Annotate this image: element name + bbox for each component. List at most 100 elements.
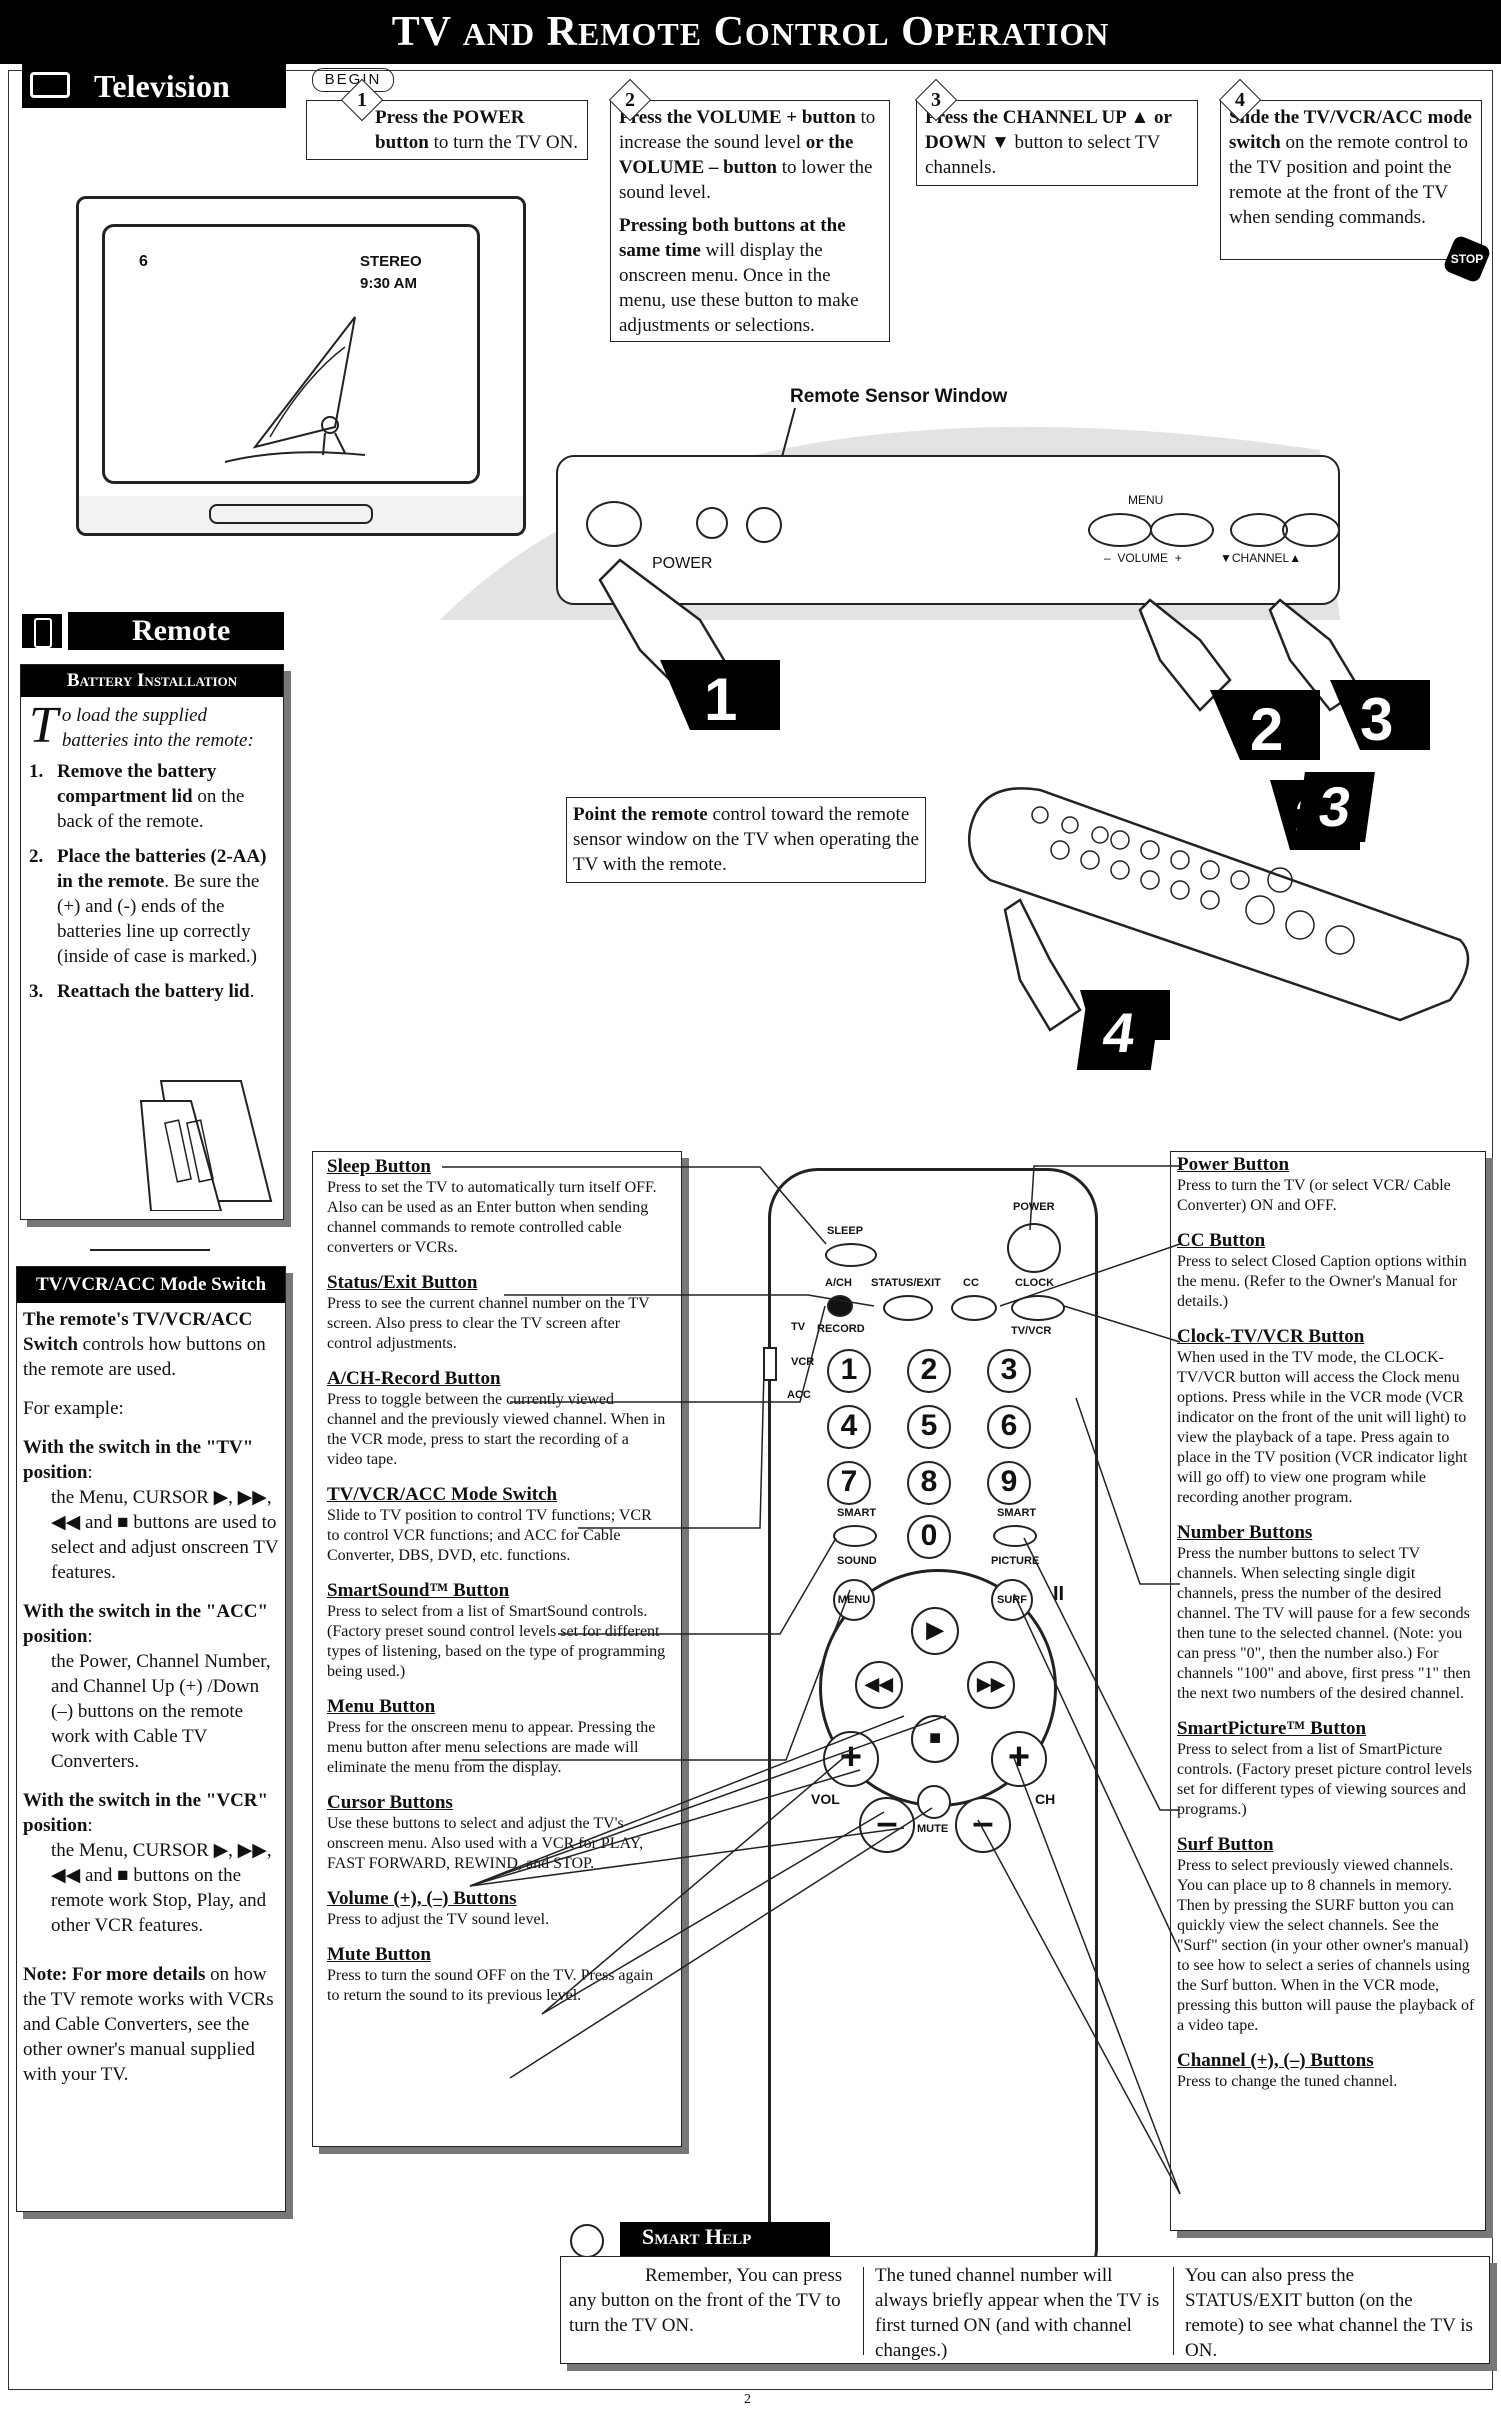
- remote-label-bar: [68, 612, 284, 650]
- panel-indicator: [696, 507, 728, 539]
- cc-button[interactable]: [951, 1295, 997, 1321]
- tv-control-panel: POWER MENU – VOLUME + ▼CHANNEL▲: [556, 455, 1340, 605]
- callout-3c: 3: [1295, 772, 1375, 842]
- page-number: 2: [744, 2392, 751, 2407]
- smartsound-button[interactable]: [833, 1525, 877, 1547]
- tv-position-text: the Menu, CURSOR ▶, ▶▶, ◀◀ and ■ buttons…: [51, 1487, 279, 1583]
- cursor-ffwd-button[interactable]: ▶▶: [967, 1661, 1015, 1709]
- channel-minus-button[interactable]: –: [955, 1797, 1011, 1853]
- channel-plus-button[interactable]: +: [991, 1731, 1047, 1787]
- label-vcr: VCR: [791, 1356, 815, 1368]
- label-sound: SOUND: [837, 1555, 877, 1567]
- left-desc-text: Slide to TV position to control TV funct…: [327, 1507, 652, 1564]
- smart-help-col-2: The tuned channel number will always bri…: [875, 2265, 1160, 2361]
- drop-cap: T: [29, 697, 58, 754]
- sleep-button[interactable]: [825, 1243, 877, 1267]
- number-button-1[interactable]: 1: [827, 1349, 871, 1393]
- right-desc-text: Press the number buttons to select TV ch…: [1177, 1545, 1471, 1702]
- smart-help-col-1: Remember, You can press any button on th…: [569, 2265, 843, 2336]
- small-remote-illustration: [967, 787, 1470, 1022]
- volume-plus-button[interactable]: +: [823, 1731, 879, 1787]
- lightbulb-icon: [570, 2224, 604, 2258]
- surf-button[interactable]: SURF: [991, 1579, 1033, 1621]
- smart-help-col-3: You can also press the STATUS/EXIT butto…: [1185, 2265, 1473, 2361]
- right-desc-title: Surf Button: [1177, 1834, 1274, 1855]
- remote-sensor-label: Remote Sensor Window: [790, 386, 1008, 407]
- number-button-4[interactable]: 4: [827, 1405, 871, 1449]
- step-1-box: 1 Press the POWER button to turn the TV …: [306, 78, 588, 160]
- ornament-divider: [90, 1249, 210, 1251]
- left-desc-title: Sleep Button: [327, 1156, 431, 1177]
- screen-channel: 6: [139, 253, 148, 270]
- cursor-rewind-button[interactable]: ◀◀: [855, 1661, 903, 1709]
- battery-step-3: 3.Reattach the battery lid.: [29, 981, 255, 1002]
- label-smart2: SMART: [997, 1507, 1037, 1519]
- right-desc-text: Press to turn the TV (or select VCR/ Cab…: [1177, 1177, 1451, 1214]
- label-status: STATUS/EXIT: [871, 1277, 941, 1289]
- power-button[interactable]: [1007, 1223, 1061, 1273]
- television-section-label: Television: [22, 64, 286, 108]
- smart-help-box: Remember, You can press any button on th…: [560, 2256, 1490, 2364]
- panel-power-label: POWER: [652, 555, 713, 572]
- label-power: POWER: [1013, 1201, 1055, 1213]
- right-desc-text: Press to change the tuned channel.: [1177, 2073, 1398, 2090]
- right-desc-text: When used in the TV mode, the CLOCK-TV/V…: [1177, 1349, 1468, 1506]
- menu-button[interactable]: MENU: [833, 1579, 875, 1621]
- right-desc-title: Power Button: [1177, 1154, 1290, 1175]
- number-button-9[interactable]: 9: [987, 1461, 1031, 1505]
- left-desc-text: Press to see the current channel number …: [327, 1295, 650, 1352]
- label-clock: CLOCK: [1015, 1277, 1055, 1289]
- callout-2: 2: [1250, 696, 1283, 763]
- tv-screen: 6 STEREO 9:30 AM: [102, 224, 480, 484]
- panel-power-button[interactable]: [586, 501, 642, 547]
- number-button-5[interactable]: 5: [907, 1405, 951, 1449]
- mode-switch-box: TV/VCR/ACC Mode Switch The remote's TV/V…: [16, 1266, 286, 2212]
- label-cc: CC: [963, 1277, 979, 1289]
- status-exit-button[interactable]: [883, 1295, 933, 1321]
- number-button-8[interactable]: 8: [907, 1461, 951, 1505]
- cursor-stop-button[interactable]: ■: [911, 1715, 959, 1763]
- screen-stereo: STEREO: [360, 253, 422, 270]
- label-tv: TV: [791, 1321, 806, 1333]
- callout-1: 1: [704, 666, 737, 733]
- ach-record-button[interactable]: [827, 1295, 853, 1317]
- label-mute: MUTE: [917, 1823, 949, 1835]
- label-smart1: SMART: [837, 1507, 877, 1519]
- acc-position-text: the Power, Channel Number, and Channel U…: [51, 1651, 271, 1772]
- smartpicture-button[interactable]: [993, 1525, 1037, 1547]
- mode-switch-slider[interactable]: [763, 1347, 777, 1381]
- cursor-play-button[interactable]: ▶: [911, 1607, 959, 1655]
- left-desc-text: Press for the onscreen menu to appear. P…: [327, 1719, 656, 1776]
- clock-tvvcr-button[interactable]: [1011, 1295, 1065, 1321]
- number-button-2[interactable]: 2: [907, 1349, 951, 1393]
- panel-channel-up[interactable]: [1282, 513, 1340, 547]
- panel-volume-plus[interactable]: [1150, 513, 1214, 547]
- volume-minus-button[interactable]: –: [859, 1797, 915, 1853]
- left-desc-title: Volume (+), (–) Buttons: [327, 1888, 517, 1909]
- left-desc-title: SmartSound™ Button: [327, 1580, 510, 1601]
- battery-step-1: 1.Remove the battery compartment lid on …: [29, 761, 245, 832]
- number-button-3[interactable]: 3: [987, 1349, 1031, 1393]
- number-button-7[interactable]: 7: [827, 1461, 871, 1505]
- left-desc-text: Press to adjust the TV sound level.: [327, 1911, 550, 1928]
- left-desc-text: Press to turn the sound OFF on the TV. P…: [327, 1967, 654, 2004]
- battery-illustration: [139, 1080, 273, 1211]
- mode-switch-example: For example:: [23, 1398, 124, 1419]
- right-desc-title: CC Button: [1177, 1230, 1266, 1251]
- label-sleep: SLEEP: [827, 1225, 864, 1237]
- mute-button[interactable]: [917, 1785, 951, 1819]
- right-desc-title: SmartPicture™ Button: [1177, 1718, 1367, 1739]
- step-3-box: 3 Press the CHANNEL UP ▲ or DOWN ▼ butto…: [914, 78, 1198, 186]
- pause-icon: II: [1053, 1583, 1065, 1605]
- number-button-6[interactable]: 6: [987, 1405, 1031, 1449]
- number-button-0[interactable]: 0: [907, 1515, 951, 1559]
